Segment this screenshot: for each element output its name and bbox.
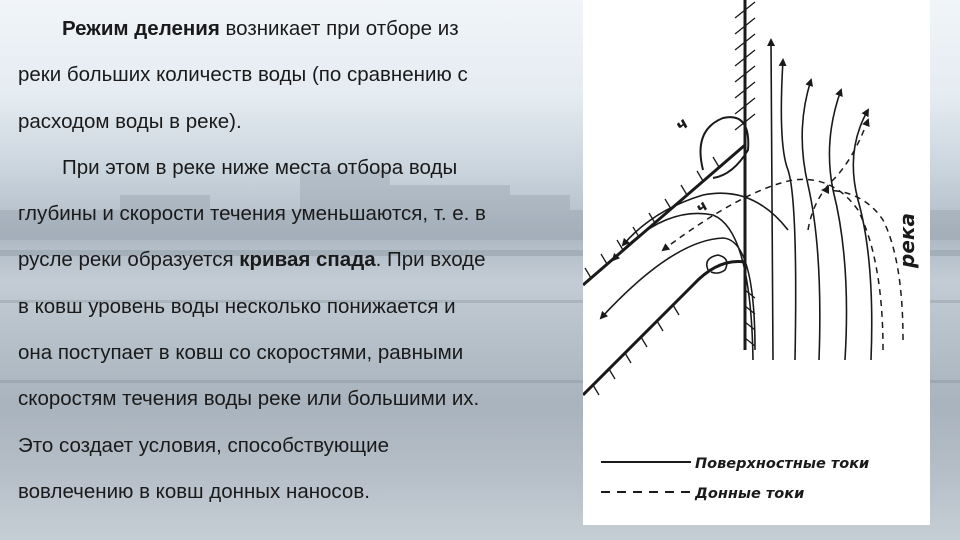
legend: Поверхностные токи Донные токи [601, 456, 869, 502]
label-upper-marker: ч [671, 113, 692, 135]
label-river: река [895, 213, 919, 269]
text-line: глубины и скорости течения уменьшаются, … [18, 202, 486, 226]
text-line: в ковш уровень воды несколько понижается… [18, 294, 456, 318]
text-line: реки больших количеств воды (по сравнени… [18, 63, 468, 87]
flow-diagram-panel: река ч ч Поверхностные токи Донные токи [583, 0, 930, 525]
surface-currents [599, 38, 873, 361]
text-line: При этом в реке ниже места отбора воды [62, 155, 458, 179]
intake-lower-bank [583, 259, 756, 397]
text-line: Режим деления возникает при отборе из [18, 6, 578, 52]
term-drawdown-curve: кривая спада [239, 248, 376, 272]
text-line: скоростям течения воды реке или большими… [18, 387, 480, 411]
text-line: русле реки образуется кривая спада. При … [18, 237, 578, 283]
main-text: Режим деления возникает при отборе из ре… [18, 6, 578, 515]
term-division-mode: Режим деления [62, 17, 220, 40]
bottom-currents [661, 118, 904, 351]
intake-upper-bank [583, 143, 746, 287]
text-line: Это создает условия, способствующие [18, 433, 390, 457]
text-span: . При входе [375, 248, 486, 272]
eddy-upper [699, 116, 750, 179]
text-span: возникает при отборе из [219, 17, 459, 40]
text-line: расходом воды в реке). [18, 109, 242, 133]
text-span: русле реки образуется [18, 248, 240, 272]
flow-diagram: река ч ч Поверхностные токи Донные токи [583, 0, 919, 502]
legend-bottom-label: Донные токи [694, 486, 804, 502]
legend-surface-label: Поверхностные токи [695, 456, 869, 472]
text-line: вовлечению в ковш донных наносов. [18, 479, 370, 503]
eddy-lower [705, 254, 728, 274]
text-line: она поступает в ковш со скоростями, равн… [18, 341, 464, 365]
